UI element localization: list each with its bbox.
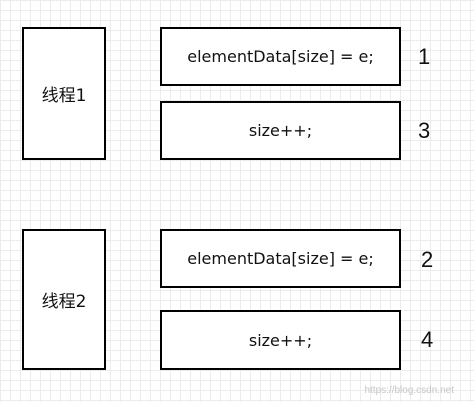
thread-2-statement-assign: elementData[size] = e;: [160, 229, 401, 288]
thread-1-statement-increment: size++;: [160, 101, 401, 160]
thread-2-box: 线程2: [22, 229, 106, 370]
thread-2-statement-increment: size++;: [160, 310, 401, 370]
thread-1-label: 线程1: [41, 86, 87, 106]
thread-2-statement-assign-code: elementData[size] = e;: [187, 249, 374, 268]
thread-1-statement-assign-code: elementData[size] = e;: [187, 47, 374, 66]
watermark: https://blog.csdn.net: [364, 385, 454, 396]
thread-1-statement-increment-code: size++;: [248, 121, 313, 140]
thread-1-statement-assign: elementData[size] = e;: [160, 27, 401, 86]
thread-1-box: 线程1: [22, 27, 106, 160]
thread-2-label: 线程2: [41, 292, 87, 312]
step-number-3: 3: [418, 118, 431, 143]
step-number-4: 4: [421, 327, 434, 352]
step-number-2: 2: [421, 247, 434, 272]
thread-2-statement-increment-code: size++;: [248, 330, 313, 350]
step-number-1: 1: [418, 44, 431, 69]
